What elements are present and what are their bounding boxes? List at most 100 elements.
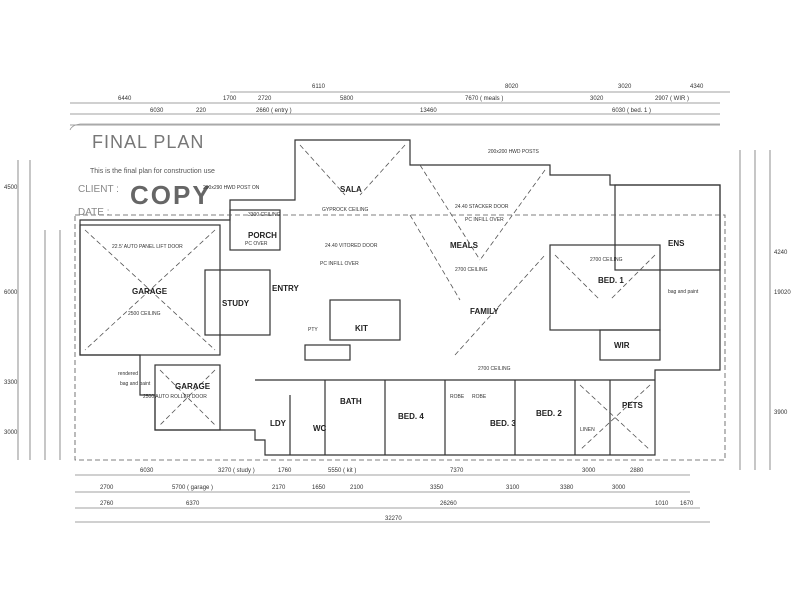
- note-pc-infill: PC INFILL OVER: [320, 261, 359, 267]
- room-bath: BATH: [340, 397, 362, 406]
- dim-bot-19: 26260: [440, 501, 457, 507]
- dim-top-13: 6110: [312, 84, 325, 90]
- note-bag-paint-right: bag and paint: [668, 289, 699, 295]
- dim-bot-5: 7370: [450, 468, 464, 474]
- dim-bot-4: 5550 ( kit ): [328, 468, 357, 474]
- note-pc-over: PC OVER: [245, 241, 268, 247]
- note-gyprock: GYPROCK CEILING: [322, 207, 369, 213]
- dim-right-3: 3900: [774, 410, 788, 416]
- dim-top-16: 4340: [690, 84, 704, 90]
- dim-left-2: 6000: [4, 290, 18, 296]
- note-auto-roller-door: 2500 AUTO ROLLER DOOR: [143, 394, 207, 400]
- note-auto-door: 22.5' AUTO PANEL LIFT DOOR: [112, 244, 183, 250]
- note-ceiling-porch: 3300 CEILING: [248, 212, 281, 218]
- note-robe-2: ROBE: [472, 394, 487, 400]
- room-sala: SALA: [340, 185, 362, 194]
- room-study: STUDY: [222, 299, 250, 308]
- room-bed1: BED. 1: [598, 276, 624, 285]
- dim-left-3: 3300: [4, 380, 18, 386]
- dim-top-2: 1700: [223, 96, 237, 102]
- dim-bot-10: 2170: [272, 485, 286, 491]
- room-kit: KIT: [355, 324, 368, 333]
- study-wall: [204, 269, 271, 336]
- kitchen-bench: [329, 299, 401, 341]
- note-ceiling-meals: 2700 CEILING: [455, 267, 488, 273]
- room-pets: PETS: [622, 401, 643, 410]
- room-meals: MEALS: [450, 241, 478, 250]
- room-ldy: LDY: [270, 419, 286, 428]
- date-label: DATE :: [78, 207, 110, 218]
- title-frame: [69, 123, 720, 131]
- dim-bot-17: 2760: [100, 501, 114, 507]
- plan-title: FINAL PLAN: [92, 132, 205, 152]
- dim-bot-9: 5700 ( garage ): [172, 485, 214, 491]
- dim-top-9: 220: [196, 108, 207, 114]
- note-rendered: rendered: [118, 371, 139, 377]
- dim-bot-1: 6030: [140, 468, 154, 474]
- plan-subtitle: This is the final plan for construction …: [90, 168, 215, 175]
- dim-top-8: 6030: [150, 108, 164, 114]
- note-pc-infill-2: PC INFILL OVER: [465, 217, 504, 223]
- dim-bot-15: 3380: [560, 485, 574, 491]
- note-ceiling-garage: 2500 CEILING: [128, 311, 161, 317]
- dim-top-6: 3020: [590, 96, 604, 102]
- room-ens: ENS: [668, 239, 685, 248]
- dim-bot-20: 1010: [655, 501, 669, 507]
- dim-top-3: 2720: [258, 96, 272, 102]
- ens-wall: [614, 184, 721, 271]
- note-robe-1: ROBE: [450, 394, 465, 400]
- dim-bot-11: 1650: [312, 485, 326, 491]
- room-porch: PORCH: [248, 231, 277, 240]
- dim-left-4: 3000: [4, 430, 18, 436]
- wir-wall: [599, 329, 661, 361]
- dim-top-11: 13460: [420, 108, 437, 114]
- room-garage: GARAGE: [132, 287, 168, 296]
- room-wc: WC: [313, 424, 327, 433]
- note-stacker-door: 24.40 STACKER DOOR: [455, 204, 509, 210]
- dim-top-12: 6030 ( bed. 1 ): [612, 108, 652, 114]
- copy-stamp: COPY: [130, 180, 212, 210]
- room-family: FAMILY: [470, 307, 499, 316]
- dim-bot-3: 1760: [278, 468, 292, 474]
- dim-top-15: 3020: [618, 84, 632, 90]
- room-entry: ENTRY: [272, 284, 299, 293]
- note-vitored-door: 24.40 VITORED DOOR: [325, 243, 378, 249]
- room-wir: WIR: [614, 341, 630, 350]
- garage-wall: [79, 224, 221, 356]
- dim-bot-6: 3000: [582, 468, 596, 474]
- dim-bot-14: 3100: [506, 485, 520, 491]
- note-post-2: 200x200 HWD POSTS: [488, 149, 539, 155]
- room-bed2: BED. 2: [536, 409, 562, 418]
- dim-right-1: 19020: [774, 290, 791, 296]
- dim-top-10: 2660 ( entry ): [256, 108, 292, 114]
- room-bed3: BED. 3: [490, 419, 516, 428]
- client-label: CLIENT :: [78, 184, 119, 195]
- note-ceiling-hall: 2700 CEILING: [478, 366, 511, 372]
- dim-top-7: 2907 ( WIR ): [655, 96, 690, 102]
- porch-wall: [229, 209, 281, 251]
- note-pantry: PTY: [308, 327, 318, 333]
- dim-bot-7: 2880: [630, 468, 644, 474]
- dim-bot-16: 3000: [612, 485, 626, 491]
- dim-bot-18: 6370: [186, 501, 200, 507]
- dim-top-14: 8020: [505, 84, 519, 90]
- note-bag-paint-left: bag and paint: [120, 381, 151, 387]
- dim-bot-22: 32270: [385, 516, 402, 522]
- dim-right-2: 4240: [774, 250, 788, 256]
- dim-top-4: 5800: [340, 96, 354, 102]
- kitchen-island: [304, 344, 351, 361]
- dim-bot-13: 3350: [430, 485, 444, 491]
- dim-top-5: 7670 ( meals ): [465, 96, 504, 102]
- room-bed4: BED. 4: [398, 412, 424, 421]
- dim-bot-21: 1670: [680, 501, 694, 507]
- dim-bot-12: 2100: [350, 485, 364, 491]
- note-linen: LINEN: [580, 427, 595, 433]
- dim-bot-2: 3270 ( study ): [218, 468, 255, 474]
- roof-outline: [74, 214, 726, 461]
- garage2-wall: [154, 364, 221, 431]
- dim-top-1: 6440: [118, 96, 132, 102]
- note-ceiling-bed1: 2700 CEILING: [590, 257, 623, 263]
- dim-bot-8: 2700: [100, 485, 114, 491]
